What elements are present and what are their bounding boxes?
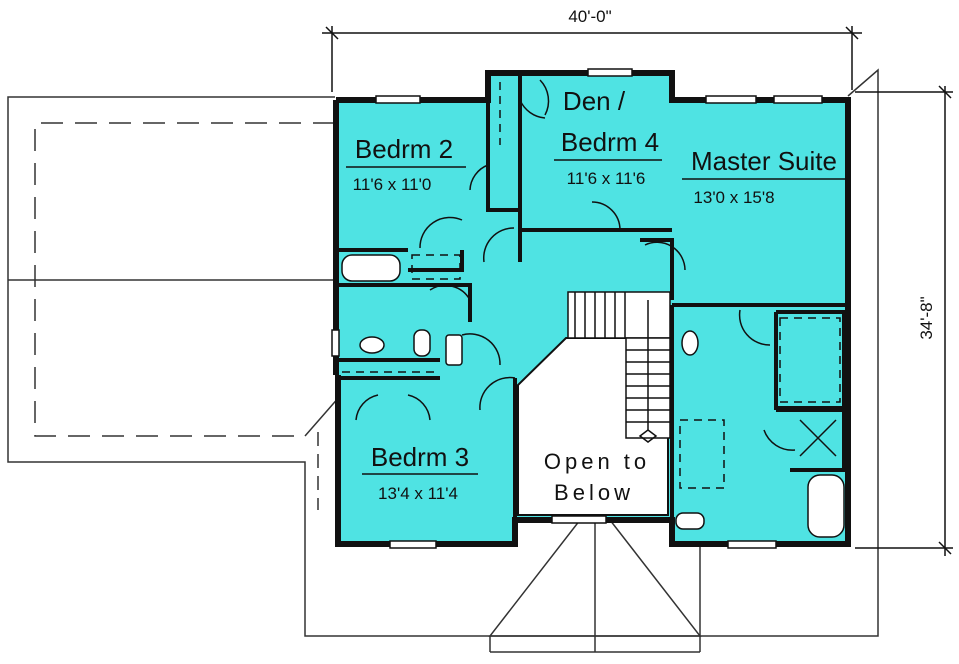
exterior-walls [333, 70, 851, 547]
bedroom2-size: 11'6 x 11'0 [353, 175, 432, 194]
dimension-width-label: 40'-0" [568, 7, 611, 26]
dimension-lines [322, 26, 953, 556]
master-size: 13'0 x 15'8 [693, 188, 774, 207]
staircase [567, 291, 671, 443]
bedroom2-name: Bedrm 2 [355, 134, 453, 164]
interior-walls [336, 73, 848, 520]
door-swings [355, 79, 796, 451]
bedroom3-name: Bedrm 3 [371, 442, 469, 472]
roof-outline-right [700, 68, 879, 637]
den-name-line1: Den / [563, 86, 626, 116]
bedroom3-size: 13'4 x 11'4 [378, 484, 458, 503]
open-to-below-line2: Below [554, 480, 634, 505]
open-to-below-line1: Open to [544, 449, 650, 474]
master-name: Master Suite [691, 146, 837, 176]
den-size: 11'6 x 11'6 [567, 169, 646, 188]
label-underlines [346, 159, 846, 475]
closet-dashes [342, 82, 841, 489]
fixtures [341, 254, 845, 538]
windows [331, 68, 823, 549]
dimension-depth-label: 34'-8" [917, 296, 936, 339]
den-name-line2: Bedrm 4 [561, 127, 659, 157]
porch-roof [488, 519, 702, 653]
